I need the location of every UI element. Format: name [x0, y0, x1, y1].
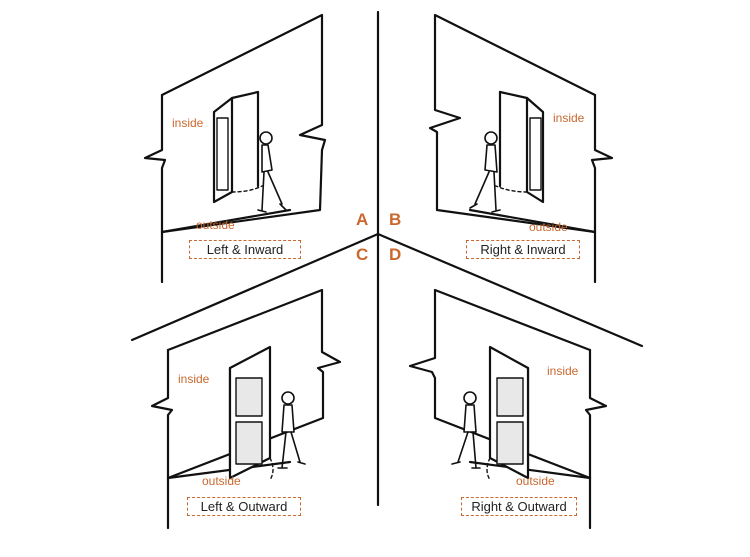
divider-left-diagonal — [130, 232, 380, 342]
label-outside-d: outside — [516, 474, 555, 488]
quadrant-b-walls — [428, 13, 614, 284]
quadrant-d-walls — [408, 288, 608, 530]
label-inside-b: inside — [553, 111, 585, 125]
quadrant-b-door — [495, 90, 545, 204]
letter-a: A — [356, 210, 369, 229]
caption-right-outward: Right & Outward — [461, 497, 577, 516]
quadrant-a-door — [212, 90, 263, 204]
quadrant-a-person — [257, 131, 287, 213]
label-outside-b: outside — [529, 220, 568, 234]
quadrant-d-person — [451, 391, 481, 469]
quadrant-c-door — [228, 345, 274, 481]
label-inside-d: inside — [547, 364, 579, 378]
label-outside-a: outside — [196, 218, 235, 232]
quadrant-c-person — [277, 391, 306, 469]
letter-d: D — [389, 245, 402, 264]
caption-left-inward: Left & Inward — [189, 240, 301, 259]
caption-left-outward: Left & Outward — [187, 497, 301, 516]
letter-c: C — [356, 245, 369, 264]
label-outside-c: outside — [202, 474, 241, 488]
quadrant-a-walls — [143, 13, 327, 284]
quadrant-d-door — [486, 345, 530, 481]
caption-right-inward: Right & Inward — [466, 240, 580, 259]
quadrant-b-person — [469, 131, 501, 213]
divider-right-diagonal — [376, 232, 644, 348]
letter-b: B — [389, 210, 402, 229]
label-inside-a: inside — [172, 116, 204, 130]
label-inside-c: inside — [178, 372, 210, 386]
